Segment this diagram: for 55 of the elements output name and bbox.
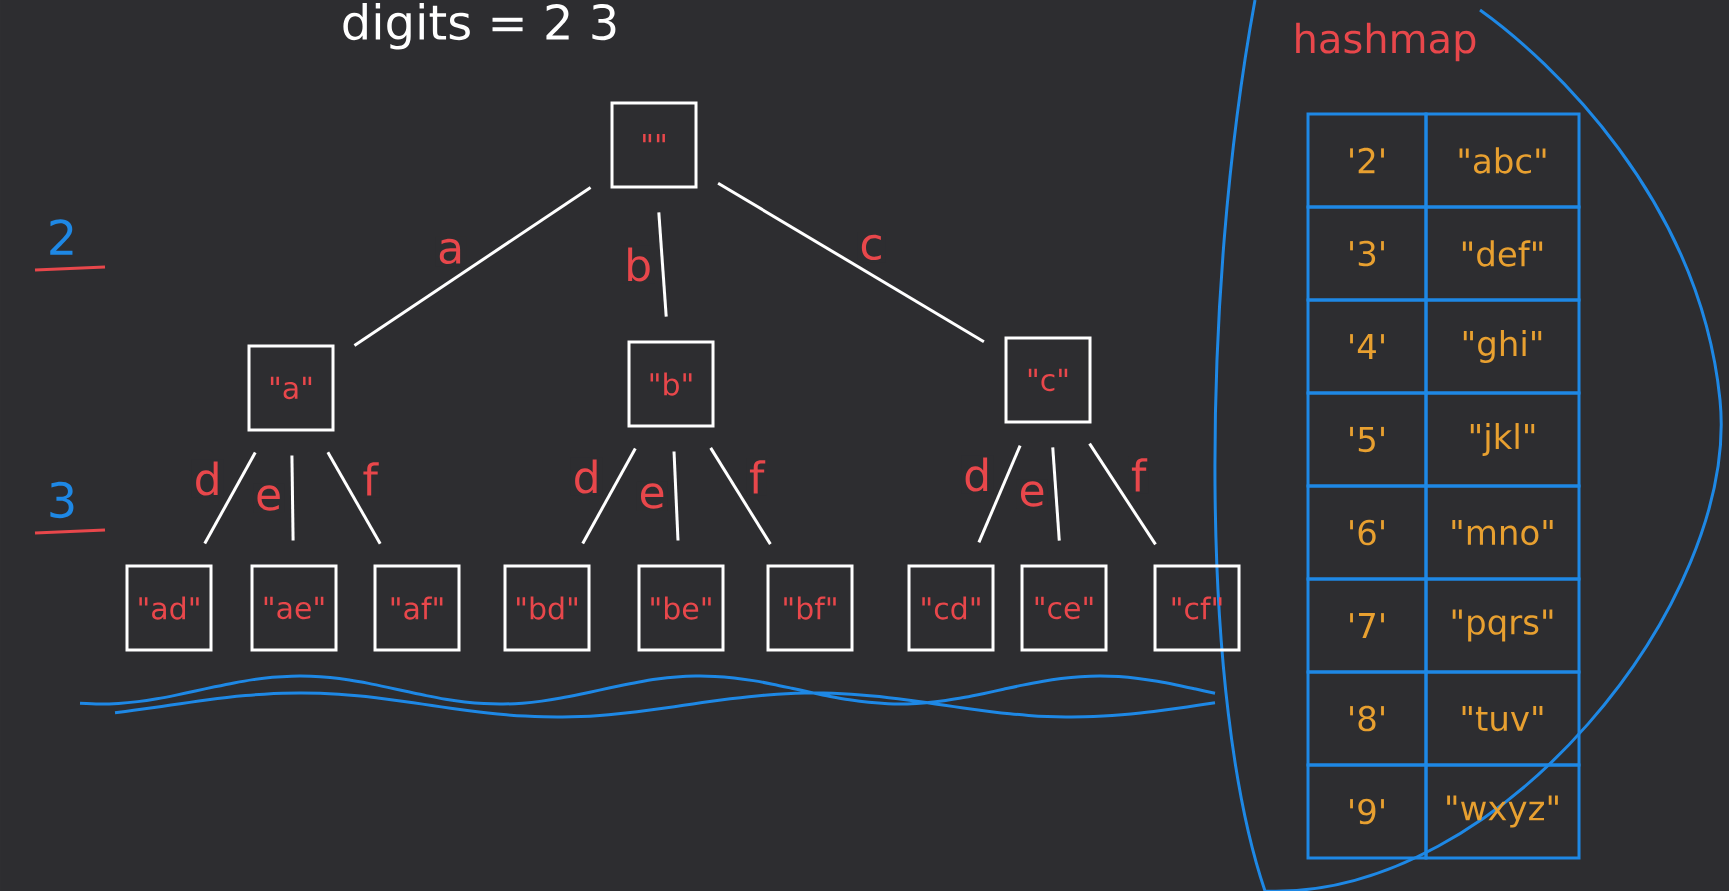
edge-label: c — [861, 234, 881, 261]
table-title: hashmap — [1296, 22, 1476, 62]
table-cell: "def" — [1424, 205, 1581, 302]
edge-label: f — [1131, 458, 1148, 492]
tree-node-box: "ae" — [250, 564, 338, 652]
table-cell: '8' — [1306, 670, 1428, 767]
table-cell: "tuv" — [1424, 670, 1581, 767]
connector-line — [290, 455, 295, 541]
tree-node-box: "ad" — [125, 564, 213, 652]
level-number: 2 — [50, 219, 73, 255]
table-cell: "mno" — [1424, 484, 1581, 581]
table-cell: '3' — [1306, 205, 1428, 302]
edge-label: d — [196, 461, 218, 496]
connector-line — [1051, 447, 1061, 541]
tree-node-box: "b" — [627, 340, 715, 428]
formula-text: digits = 2 3 — [343, 3, 616, 50]
connector-line — [709, 447, 772, 545]
connector-line — [353, 186, 592, 347]
table-cell: "abc" — [1424, 112, 1581, 209]
table-cell: "pqrs" — [1424, 577, 1581, 674]
tree-node-box: "ce" — [1020, 564, 1108, 652]
connector-line — [203, 451, 257, 545]
tree-node-box: "bd" — [503, 564, 591, 652]
connector-line — [581, 447, 637, 545]
table-cell: '9' — [1306, 763, 1428, 860]
edge-label: d — [575, 459, 597, 494]
edge-label: f — [749, 460, 766, 494]
connector-line — [717, 181, 985, 344]
connector-line — [977, 445, 1022, 543]
edge-label: e — [1020, 481, 1044, 507]
tree-node-box: "be" — [637, 564, 725, 652]
table-cell: '5' — [1306, 391, 1428, 488]
table-cell: "ghi" — [1424, 298, 1581, 395]
level-number: 3 — [50, 481, 74, 519]
edge-label: f — [363, 462, 379, 496]
table-cell: '7' — [1306, 577, 1428, 674]
edge-label: a — [439, 238, 461, 265]
table-cell: '4' — [1306, 298, 1428, 395]
table-cell: "jkl" — [1424, 391, 1581, 488]
connector-line — [672, 451, 680, 541]
tree-node-box: "c" — [1004, 336, 1092, 424]
edge-label: e — [257, 485, 280, 511]
connector-line — [657, 212, 668, 317]
edge-label: d — [965, 457, 988, 492]
edge-label: b — [628, 247, 650, 282]
tree-node-box: "a" — [247, 344, 335, 432]
connector-line — [326, 451, 382, 545]
table-cell: '2' — [1306, 112, 1428, 209]
tree-node-box: "bf" — [766, 564, 854, 652]
tree-node-box: "" — [610, 101, 698, 189]
tree-node-box: "cd" — [907, 564, 995, 652]
tree-node-box: "af" — [373, 564, 461, 652]
table-cell: '6' — [1306, 484, 1428, 581]
connector-line — [1088, 442, 1157, 546]
edge-label: e — [640, 483, 664, 509]
